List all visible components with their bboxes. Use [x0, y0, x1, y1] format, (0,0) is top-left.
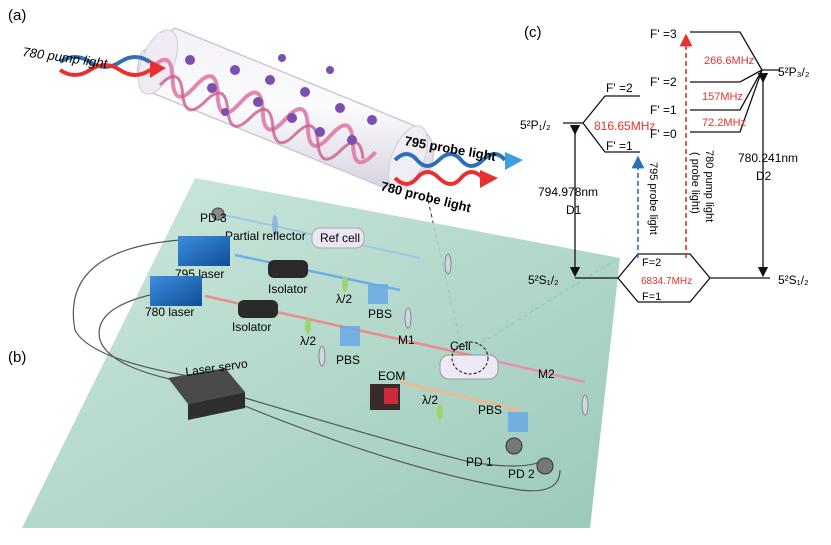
p32-f1-label: F' =1: [650, 103, 677, 117]
half-wave-plate-2: [305, 318, 311, 334]
half-wave-plate-3: [437, 404, 443, 420]
vapor-cell: [439, 354, 499, 380]
isolator-2: [238, 300, 278, 318]
mirror-m1-label: M1: [398, 333, 415, 347]
partial-reflector: [272, 215, 278, 235]
ref-cell: [311, 227, 365, 249]
servo-cable: [234, 394, 541, 467]
d2-name-label: D2: [756, 169, 772, 183]
pd1-label: PD 1: [466, 455, 493, 469]
p32-f3-label: F' =3: [650, 27, 677, 41]
fiber-cable: [72, 239, 201, 379]
pump-wave: [148, 57, 378, 165]
half-wave-3-label: λ/2: [422, 393, 438, 407]
panel-a-label: (a): [8, 7, 26, 24]
pbs-1-label: PBS: [368, 307, 392, 321]
p32-split21-label: 157MHz: [702, 91, 743, 103]
pump780-transition-label-1: 780 pump light: [703, 150, 715, 222]
isolator-2-label: Isolator: [232, 320, 271, 334]
pbs-3-label: PBS: [478, 403, 502, 417]
s-f2-label: F=2: [642, 257, 661, 269]
p32-f2-label: F' =2: [650, 75, 677, 89]
p12-f1-label: F' =1: [606, 139, 633, 153]
mirror-m1: [404, 307, 412, 329]
d1-name-label: D1: [566, 203, 582, 217]
p12-split-label: 816.65MHz: [594, 119, 655, 133]
pump780-transition-label-2: ( probe light): [689, 152, 701, 214]
pd3-label: PD 3: [200, 211, 227, 225]
panel-a: (a) 780 pump light 795 probe light 780 p…: [8, 7, 523, 215]
s12-left-label: 5²S₁/₂: [528, 273, 559, 287]
probe780-arrow: [480, 170, 498, 188]
pd2-label: PD 2: [508, 467, 535, 481]
s12-right-label: 5²S₁/₂: [778, 273, 809, 287]
half-wave-1-label: λ/2: [336, 292, 352, 306]
pump-light-label: 780 pump light: [22, 44, 110, 71]
pbs-1: [368, 284, 388, 304]
mirror-4: [318, 345, 326, 367]
panel-b-label: (b): [8, 349, 26, 366]
laser-795: [178, 236, 230, 266]
pd1-detector: [505, 437, 523, 455]
d2-wavelength-label: 780.241nm: [738, 151, 798, 165]
panel-c-label: (c): [524, 24, 542, 41]
pbs-3: [508, 412, 528, 432]
p32-state-label: 5²P₃/₂: [778, 65, 810, 79]
beam-eom: [399, 380, 521, 412]
mirror-m2: [581, 394, 589, 416]
p32-split32-label: 266.6MHz: [704, 55, 754, 67]
ref-cell-label: Ref cell: [320, 231, 360, 245]
laser-servo: [168, 368, 245, 404]
half-wave-2-label: λ/2: [300, 334, 316, 348]
vapor-cell-label: Cell: [450, 339, 471, 353]
probe-wave: [158, 75, 365, 161]
p32-split10-label: 72.2MHz: [702, 117, 746, 129]
isolator-1: [268, 260, 308, 278]
probe780-out: [393, 170, 485, 186]
laser-780: [150, 276, 202, 306]
pbs-2: [340, 326, 360, 346]
laser-servo-side: [188, 392, 245, 420]
fiber-cable-2: [98, 287, 201, 386]
p32-f0-label: F' =0: [650, 127, 677, 141]
glass-cylinder: [136, 27, 435, 189]
p32-level-bracket: [690, 31, 780, 133]
pump-arrow-head: [150, 60, 166, 78]
eom-crystal: [384, 388, 398, 404]
panel-c: (c) 5²P₁/₂ F' =2 F' =1 816.65MHz F' =3 F…: [520, 24, 810, 303]
probe795-out: [393, 152, 507, 168]
mirror-3: [444, 253, 452, 275]
isolator-1-label: Isolator: [268, 282, 307, 296]
eom-label: EOM: [378, 369, 405, 383]
p12-level-bracket: [563, 95, 640, 153]
probe795-transition-label: 795 probe light: [647, 162, 659, 235]
s-split-label: 6834.7MHz: [641, 276, 692, 287]
partial-reflector-label: Partial reflector: [225, 229, 306, 243]
s-f1-label: F=1: [642, 291, 661, 303]
servo-cable-2: [234, 401, 561, 492]
probe780-label: 780 probe light: [379, 178, 473, 215]
atoms: [185, 54, 377, 145]
pbs-2-label: PBS: [336, 353, 360, 367]
panel-b: (b) PD 3 Partial reflector Ref cell 795 …: [8, 178, 620, 528]
laser-780-label: 780 laser: [145, 305, 194, 319]
pd3-detector: [211, 207, 225, 221]
vapor-cell-highlight: [451, 341, 489, 375]
pd2-detector: [536, 457, 554, 475]
probe795-arrow: [505, 152, 523, 170]
pump-in-red: [58, 63, 152, 77]
p12-state-label: 5²P₁/₂: [520, 118, 551, 132]
d1-wavelength-label: 794.978nm: [538, 185, 598, 199]
half-wave-plate-1: [342, 276, 348, 292]
p12-f2-label: F' =2: [606, 81, 633, 95]
mirror-m2-label: M2: [538, 367, 555, 381]
